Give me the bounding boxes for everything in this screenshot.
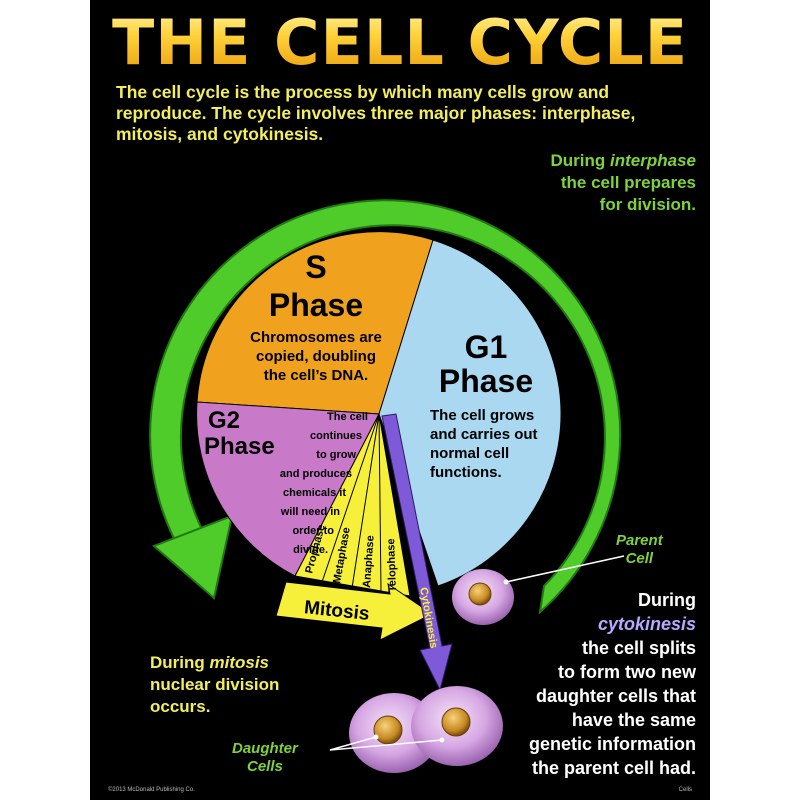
mitosis-note-term: mitosis — [209, 653, 270, 672]
g2-phase-desc5: chemicals it — [283, 487, 346, 499]
cytokinesis-arrow — [381, 413, 453, 692]
parent-cell-label-line2: Cell — [625, 550, 654, 567]
g2-phase-desc7: order to — [292, 525, 334, 537]
s-phase-desc2: copied, doubling — [256, 348, 376, 365]
s-phase-title1: S — [305, 249, 326, 285]
daughter-cells-label-line2: Cells — [246, 758, 283, 775]
s-phase-wedge — [196, 231, 434, 415]
intro-paragraph: The cell cycle is the process by which m… — [116, 82, 636, 144]
cell-cycle-diagram: Interphase S Phase Chromosomes are copie… — [149, 152, 625, 773]
daughter-cells-label: Daughter Cells — [232, 740, 298, 776]
daughter-cells-label-line1: Daughter — [232, 740, 298, 757]
mitosis-dividers — [321, 413, 382, 593]
g2-phase-title1: G2 — [208, 407, 240, 434]
cytokinesis-note-line5: daughter cells that — [535, 686, 696, 706]
interphase-ring — [149, 199, 622, 615]
g2-phase-title2: Phase — [204, 433, 275, 460]
cytokinesis-note-line6: have the same — [571, 710, 696, 730]
g1-phase-title1: G1 — [465, 329, 508, 365]
g1-phase-desc2: and carries out — [430, 426, 538, 443]
mitosis-note: During mitosis nuclear division occurs. — [150, 652, 279, 718]
g2-phase-desc8: divide. — [293, 544, 328, 556]
cytokinesis-note: During cytokinesis the cell splits to fo… — [529, 588, 696, 780]
cytokinesis-note-line8: the parent cell had. — [531, 758, 696, 778]
s-phase-desc3: the cell’s DNA. — [264, 367, 368, 384]
g2-phase-wedge — [196, 401, 380, 577]
daughter-cells — [329, 686, 503, 773]
parent-cell-label: Parent Cell — [616, 532, 663, 568]
g1-phase-desc3: normal cell — [430, 445, 509, 462]
interphase-note-line2: the cell prepares — [560, 173, 696, 192]
s-phase-title2: Phase — [269, 287, 363, 323]
g1-phase-title2: Phase — [439, 363, 533, 399]
g1-phase-desc4: functions. — [430, 464, 502, 481]
g2-phase-desc2: continues — [310, 430, 362, 442]
mitosis-stage-telophase: Telophase — [385, 538, 399, 592]
cytokinesis-note-line1: During — [638, 590, 696, 610]
g2-phase-desc3: to grow — [316, 449, 356, 461]
interphase-note-line1a: During — [550, 151, 611, 170]
interphase-note-term: interphase — [610, 151, 696, 170]
g1-phase-wedge — [378, 239, 562, 587]
interphase-note: During interphase the cell prepares for … — [551, 150, 696, 216]
s-phase-desc1: Chromosomes are — [250, 329, 382, 346]
g2-phase-desc4: and produces — [280, 468, 352, 480]
cytokinesis-note-line7: genetic information — [528, 734, 696, 754]
cytokinesis-note-line4: to form two new — [558, 662, 696, 682]
mitosis-note-line3: occurs. — [150, 697, 211, 716]
poster: THE CELL CYCLE The cell cycle is the pro… — [90, 0, 710, 800]
cytokinesis-note-term: cytokinesis — [597, 614, 696, 634]
mitosis-stage-anaphase: Anaphase — [361, 535, 377, 588]
mitosis-arrow — [275, 581, 433, 641]
copyright: ©2013 McDonald Publishing Co. — [108, 787, 195, 793]
poster-title: THE CELL CYCLE — [90, 6, 710, 79]
g2-phase-desc1: The cell — [327, 411, 368, 423]
g2-phase-desc6: will need in — [280, 506, 341, 518]
mitosis-note-line1a: During — [150, 653, 210, 672]
mitosis-note-line2: nuclear division — [150, 675, 280, 694]
folio: Cells — [678, 787, 692, 793]
interphase-note-line3: for division. — [599, 195, 696, 214]
parent-cell — [452, 555, 625, 625]
parent-cell-label-line1: Parent — [616, 532, 663, 549]
g1-phase-desc1: The cell grows — [430, 407, 534, 424]
cytokinesis-note-line3: the cell splits — [581, 638, 696, 658]
